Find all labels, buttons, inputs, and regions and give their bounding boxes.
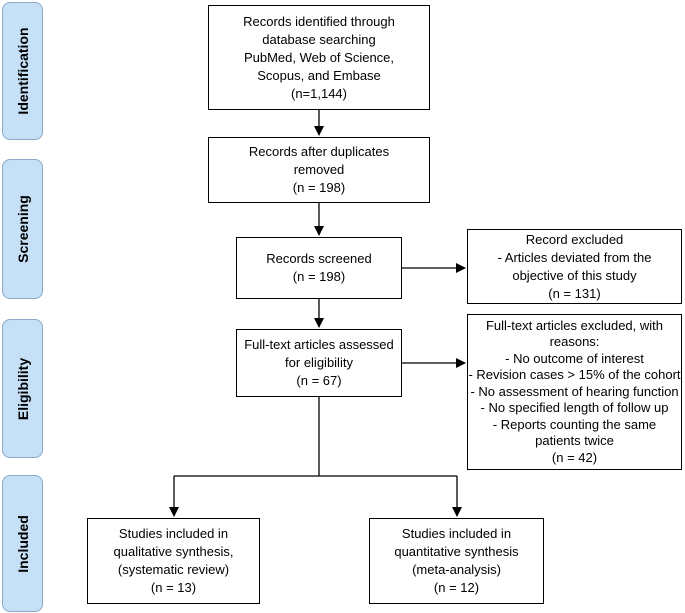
box-duplicates-removed: Records after duplicates removed (n = 19…: [208, 137, 430, 203]
fulltext-excluded-line-9: (n = 42): [551, 449, 598, 465]
qualitative-line-2: qualitative synthesis,: [113, 544, 234, 559]
fulltext-excluded-line-5: - No assessment of hearing function: [470, 383, 679, 399]
duplicates-line-1: Records after duplicates: [248, 144, 390, 159]
identified-line-5: (n=1,144): [290, 85, 347, 101]
phase-screening: Screening: [2, 159, 43, 299]
fulltext-excluded-line-6: - No specified length of follow up: [480, 400, 669, 416]
fulltext-excluded-line-7: - Reports counting the same: [492, 416, 657, 432]
screened-line-1: Records screened: [266, 251, 372, 266]
screened-line-2: (n = 198): [292, 269, 346, 284]
box-fulltext-excluded: Full-text articles excluded, with reason…: [467, 314, 682, 470]
fulltext-assessed-line-1: Full-text articles assessed: [244, 337, 394, 352]
quantitative-line-2: quantitative synthesis: [394, 544, 519, 559]
box-fulltext-assessed: Full-text articles assessed for eligibil…: [236, 329, 402, 397]
box-records-identified: Records identified through database sear…: [208, 5, 430, 110]
quantitative-line-4: (n = 12): [433, 580, 480, 595]
duplicates-line-3: (n = 198): [292, 180, 346, 195]
identified-line-4: Scopus, and Embase: [257, 67, 381, 83]
fulltext-excluded-line-8: patients twice: [535, 433, 614, 449]
fulltext-assessed-line-2: for eligibility: [285, 355, 353, 370]
duplicates-line-2: removed: [293, 162, 345, 177]
fulltext-excluded-line-3: - No outcome of interest: [505, 350, 644, 366]
box-records-screened: Records screened (n = 198): [236, 237, 402, 299]
box-records-excluded: Record excluded - Articles deviated from…: [467, 229, 682, 304]
identified-line-3: PubMed, Web of Science,: [243, 49, 395, 65]
phase-eligibility: Eligibility: [2, 319, 43, 458]
excluded-line-3: objective of this study: [512, 267, 637, 283]
fulltext-excluded-line-1: Full-text articles excluded, with: [485, 317, 663, 333]
excluded-line-4: (n = 131): [548, 285, 601, 301]
phase-included: Included: [2, 475, 43, 612]
quantitative-line-1: Studies included in: [401, 526, 512, 541]
box-qualitative-synthesis: Studies included in qualitative synthesi…: [87, 518, 260, 604]
quantitative-line-3: (meta-analysis): [412, 562, 501, 577]
qualitative-line-4: (n = 13): [150, 580, 197, 595]
fulltext-excluded-line-4: - Revision cases > 15% of the cohort: [468, 367, 681, 383]
box-quantitative-synthesis: Studies included in quantitative synthes…: [369, 518, 544, 604]
fulltext-excluded-line-2: reasons:: [549, 334, 600, 350]
excluded-line-2: - Articles deviated from the: [497, 249, 652, 265]
qualitative-line-3: (systematic review): [117, 562, 230, 577]
phase-identification: Identification: [2, 2, 43, 140]
fulltext-assessed-line-3: (n = 67): [296, 373, 342, 388]
identified-line-2: database searching: [262, 31, 376, 47]
excluded-line-1: Record excluded: [525, 231, 624, 247]
identified-line-1: Records identified through: [243, 13, 395, 29]
qualitative-line-1: Studies included in: [118, 526, 229, 541]
